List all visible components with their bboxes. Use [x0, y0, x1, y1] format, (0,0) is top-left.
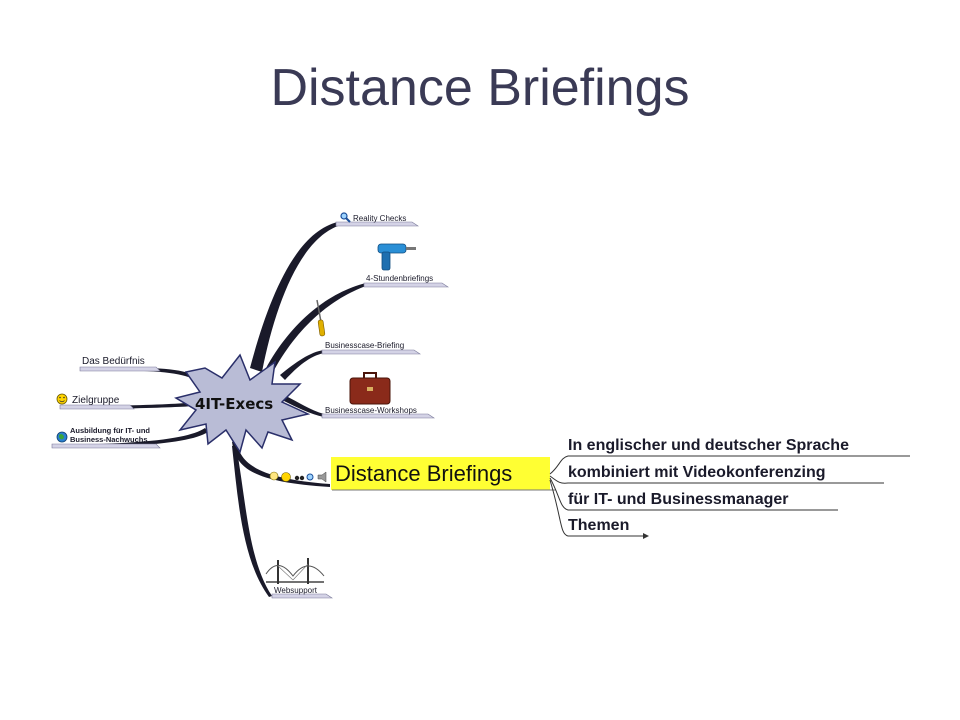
branch-label-ausbildung-line1: Ausbildung für IT- und: [70, 426, 150, 435]
drill-icon: [377, 243, 416, 271]
branch-label-ausbildung-line2: Business-Nachwuchs: [70, 435, 148, 444]
smiley-icon: [281, 472, 291, 482]
focus-sub-item-videokonferenzing: kombiniert mit Videokonferenzing: [568, 464, 826, 481]
focus-node: Distance Briefings: [331, 457, 556, 491]
branch-label-reality-checks: Reality Checks: [353, 214, 406, 223]
briefcase-icon: [349, 372, 391, 405]
focus-sub-item-sprache: In englischer und deutscher Sprache: [568, 437, 849, 454]
bullet-icon: [299, 475, 305, 481]
slide-title: Distance Briefings: [270, 59, 690, 117]
bridge-icon: [265, 558, 325, 584]
lightbulb-icon: [269, 471, 279, 481]
branch-underlines: [51, 221, 449, 599]
branch-label-businesscase-briefing: Businesscase-Briefing: [325, 341, 404, 350]
focus-node-label: Distance Briefings: [335, 461, 512, 486]
branch-label-4-stundenbriefings: 4-Stundenbriefings: [366, 274, 433, 283]
central-node-label: 4IT-Execs: [195, 395, 273, 413]
focus-sub-connectors: [549, 455, 910, 539]
screwdriver-icon: [316, 299, 326, 337]
speaker-icon: [317, 471, 327, 483]
branch-label-zielgruppe: Zielgruppe: [72, 395, 120, 406]
magnifier-icon: [306, 473, 314, 481]
branch-label-businesscase-workshops: Businesscase-Workshops: [325, 406, 417, 415]
branch-label-das-beduerfnis: Das Bedürfnis: [82, 356, 145, 367]
magnifier-icon: [340, 212, 351, 223]
bullet-icon: [294, 475, 300, 481]
smiley-icon: [56, 393, 68, 405]
globe-icon: [56, 431, 68, 443]
focus-sub-item-themen: Themen: [568, 517, 629, 534]
focus-marker-icons: [269, 471, 327, 483]
central-node: 4IT-Execs: [174, 353, 311, 454]
focus-sub-item-manager: für IT- und Businessmanager: [568, 491, 788, 508]
branch-label-websupport: Websupport: [274, 586, 318, 595]
